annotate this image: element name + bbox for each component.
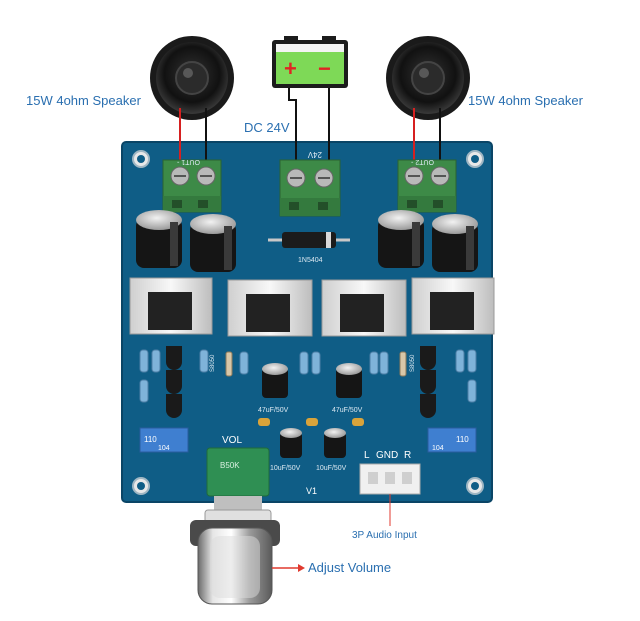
small-transistors (166, 346, 436, 418)
audio-input-connector (359, 463, 421, 495)
pot-code: B50K (220, 461, 240, 470)
silk-terminal-mid: 24V (307, 150, 322, 159)
battery-minus: − (318, 56, 331, 81)
small-diodes (225, 351, 407, 377)
silk-terminal-right: OUT2 - (410, 158, 434, 165)
silk-transistor-left: S8050 (210, 354, 216, 372)
battery-plus: + (284, 56, 297, 81)
silk-input-l: L (364, 450, 370, 461)
silk-terminal-left: OUT1 - (176, 158, 200, 165)
silk-v1: V1 (306, 486, 317, 496)
diode-1n5404 (268, 232, 350, 248)
silk-input-r: R (404, 450, 411, 461)
speaker-left-icon (150, 36, 234, 120)
heatsinks (129, 277, 495, 337)
power-wires (288, 88, 330, 172)
trim-right-label-b: 104 (432, 445, 444, 452)
volume-knob-icon (190, 520, 280, 605)
battery-icon (272, 36, 348, 88)
silk-transistor-right: S8050 (410, 354, 416, 372)
adjust-volume-arrow (272, 564, 305, 572)
mounting-holes (132, 150, 484, 495)
volume-pot-body (204, 447, 272, 529)
trim-left-label-a: 110 (144, 435, 157, 444)
silk-cap10-left: 10uF/50V (270, 465, 301, 472)
silk-diode: 1N5404 (298, 257, 323, 264)
film-caps (258, 418, 364, 426)
caps-47uf (262, 363, 362, 398)
trim-right-label-a: 110 (456, 435, 469, 444)
resistors (139, 349, 477, 403)
terminal-right (397, 159, 457, 213)
trim-left-label-b: 104 (158, 445, 170, 452)
silk-cap47-left: 47uF/50V (258, 407, 289, 414)
terminal-left (162, 159, 222, 213)
large-capacitors (136, 210, 478, 272)
label-speaker-right: 15W 4ohm Speaker (468, 93, 583, 108)
silk-input-gnd: GND (376, 450, 398, 461)
speaker-right-icon (386, 36, 470, 120)
terminal-mid (279, 159, 341, 217)
caps-10uf (280, 428, 346, 458)
label-speaker-left: 15W 4ohm Speaker (26, 93, 141, 108)
silk-cap10-right: 10uF/50V (316, 465, 347, 472)
label-adjust-volume: Adjust Volume (308, 560, 392, 575)
silk-vol: VOL (222, 435, 242, 446)
label-audio-input: 3P Audio Input (352, 530, 417, 541)
trim-pots (139, 427, 477, 453)
label-power: DC 24V (244, 120, 290, 135)
silk-cap47-right: 47uF/50V (332, 407, 363, 414)
